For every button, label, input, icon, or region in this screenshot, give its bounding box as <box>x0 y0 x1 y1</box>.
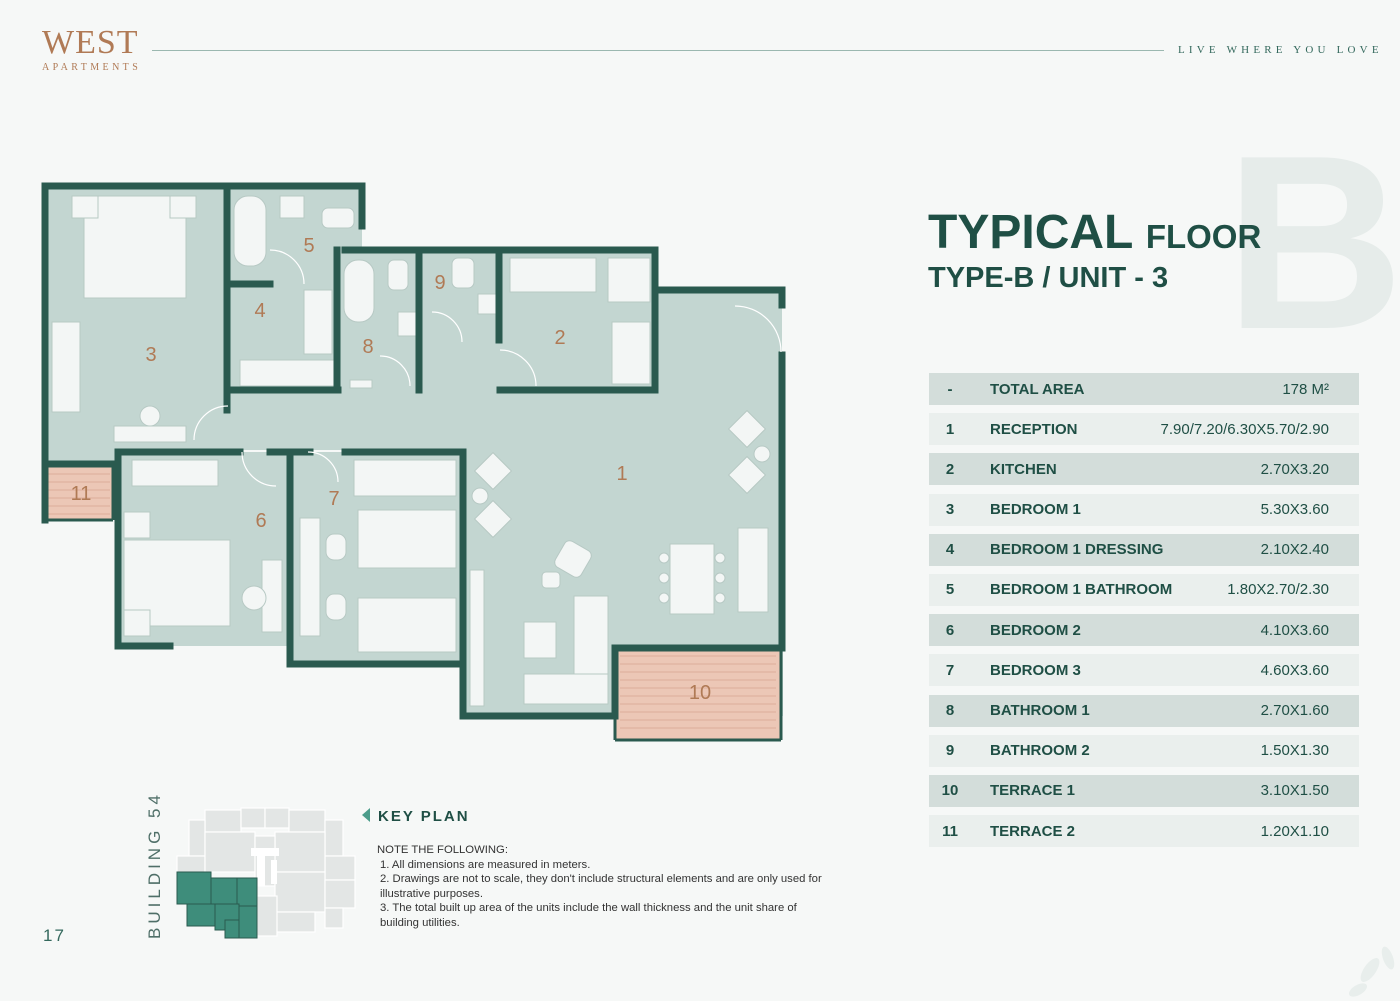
room-label-3: 3 <box>145 344 156 366</box>
area-row-name: TOTAL AREA <box>990 380 1085 398</box>
area-row: 9 BATHROOM 2 1.50X1.30 <box>929 734 1359 767</box>
area-row: 8 BATHROOM 1 2.70X1.60 <box>929 694 1359 727</box>
area-row-number: - <box>947 380 953 398</box>
area-row-number: 9 <box>945 742 955 760</box>
floor-plan: 1 2 3 4 5 6 7 8 9 10 11 <box>41 182 786 742</box>
room-label-2: 2 <box>554 327 565 349</box>
area-row-value: 2.70X1.60 <box>1260 702 1329 719</box>
area-row-value: 178 M² <box>1282 380 1329 398</box>
area-row-value: 5.30X3.60 <box>1260 501 1329 519</box>
area-row-value: 2.10X2.40 <box>1260 541 1329 559</box>
area-row-number: 3 <box>945 501 955 519</box>
area-row-name: BATHROOM 2 <box>990 742 1090 760</box>
key-plan-title-text: KEY PLAN <box>378 808 470 825</box>
area-row-number: 6 <box>945 621 955 639</box>
room-label-4: 4 <box>254 300 265 322</box>
room-label-1: 1 <box>616 463 627 485</box>
area-row: 5 BEDROOM 1 BATHROOM 1.80X2.70/2.30 <box>929 573 1359 606</box>
page-number: 17 <box>43 926 66 945</box>
terrace-10 <box>615 648 781 740</box>
area-row-name: BEDROOM 2 <box>990 621 1081 639</box>
room-label-9: 9 <box>434 272 445 294</box>
area-row: 2 KITCHEN 2.70X3.20 <box>929 453 1359 486</box>
area-row-name: TERRACE 1 <box>990 782 1076 800</box>
area-row-number: 8 <box>945 702 955 719</box>
note-item: 3. The total built up area of the units … <box>380 902 797 929</box>
header-rule <box>152 50 1164 51</box>
room-label-5: 5 <box>303 235 314 257</box>
area-row-number: 1 <box>945 420 955 438</box>
area-row-value: 1.80X2.70/2.30 <box>1227 581 1329 599</box>
room-label-7: 7 <box>328 488 339 510</box>
area-row-name: BEDROOM 1 <box>990 501 1081 519</box>
note-item: 2. Drawings are not to scale, they don't… <box>380 873 822 900</box>
area-row-number: 4 <box>945 541 955 559</box>
type-letter-watermark: B <box>1225 103 1400 381</box>
area-row: 11 TERRACE 2 1.20X1.10 <box>929 815 1359 848</box>
note-item: 1. All dimensions are measured in meters… <box>380 858 591 871</box>
area-row-value: 7.90/7.20/6.30X5.70/2.90 <box>1160 420 1329 438</box>
unit-type: TYPE-B / UNIT - 3 <box>928 262 1169 294</box>
page-title: TYPICAL FLOOR <box>928 208 1261 262</box>
leaf-decoration-icon <box>1348 946 1395 997</box>
building-text: BUILDING 54 <box>145 791 164 939</box>
area-row: 10 TERRACE 1 3.10X1.50 <box>929 774 1359 807</box>
area-row: 3 BEDROOM 1 5.30X3.60 <box>929 493 1359 526</box>
room-label-8: 8 <box>362 336 373 358</box>
key-plan-title: KEY PLAN <box>362 808 470 825</box>
triangle-icon <box>362 808 370 822</box>
area-row-name: TERRACE 2 <box>990 822 1076 840</box>
area-row-name: KITCHEN <box>990 460 1057 478</box>
key-plan-map <box>176 807 356 939</box>
area-row: 1 RECEPTION 7.90/7.20/6.30X5.70/2.90 <box>929 413 1359 446</box>
title-main: TYPICAL <box>928 206 1133 259</box>
area-row-name: BEDROOM 1 DRESSING <box>990 541 1164 559</box>
logo-wordmark: WEST <box>42 24 139 61</box>
area-row-value: 1.50X1.30 <box>1260 742 1329 760</box>
building-label: BUILDING 54 <box>134 791 174 942</box>
area-row-name: BEDROOM 3 <box>990 661 1081 679</box>
area-row: 6 BEDROOM 2 4.10X3.60 <box>929 614 1359 647</box>
area-row-value: 3.10X1.50 <box>1260 782 1329 800</box>
terrace-11 <box>45 466 113 520</box>
logo-subtitle: APARTMENTS <box>42 62 142 73</box>
area-row-number: 11 <box>942 822 958 840</box>
area-row-value: 1.20X1.10 <box>1260 822 1329 840</box>
area-row-name: BATHROOM 1 <box>990 702 1090 719</box>
area-row: - TOTAL AREA 178 M² <box>929 373 1359 405</box>
area-table: - TOTAL AREA 178 M² 1 RECEPTION 7.90/7.20/6.3… <box>929 373 1359 855</box>
area-row-number: 7 <box>945 661 955 679</box>
title-small: FLOOR <box>1145 218 1262 255</box>
area-row: 7 BEDROOM 3 4.60X3.60 <box>929 654 1359 687</box>
area-row-number: 5 <box>945 581 955 599</box>
notes-heading: NOTE THE FOLLOWING: <box>377 844 508 856</box>
area-row-value: 2.70X3.20 <box>1260 460 1329 478</box>
notes-block: NOTE THE FOLLOWING: 1. All dimensions ar… <box>377 843 832 930</box>
area-row-value: 4.10X3.60 <box>1260 621 1329 639</box>
room-label-6: 6 <box>255 510 266 532</box>
area-row: 4 BEDROOM 1 DRESSING 2.10X2.40 <box>929 533 1359 566</box>
area-row-number: 2 <box>945 460 955 478</box>
room-label-10: 10 <box>689 682 711 704</box>
room-label-11: 11 <box>71 483 92 505</box>
tagline: LIVE WHERE YOU LOVE <box>1178 44 1383 56</box>
area-row-name: BEDROOM 1 BATHROOM <box>990 581 1173 599</box>
area-row-name: RECEPTION <box>990 420 1078 438</box>
area-row-value: 4.60X3.60 <box>1260 661 1329 679</box>
area-row-number: 10 <box>941 782 959 800</box>
